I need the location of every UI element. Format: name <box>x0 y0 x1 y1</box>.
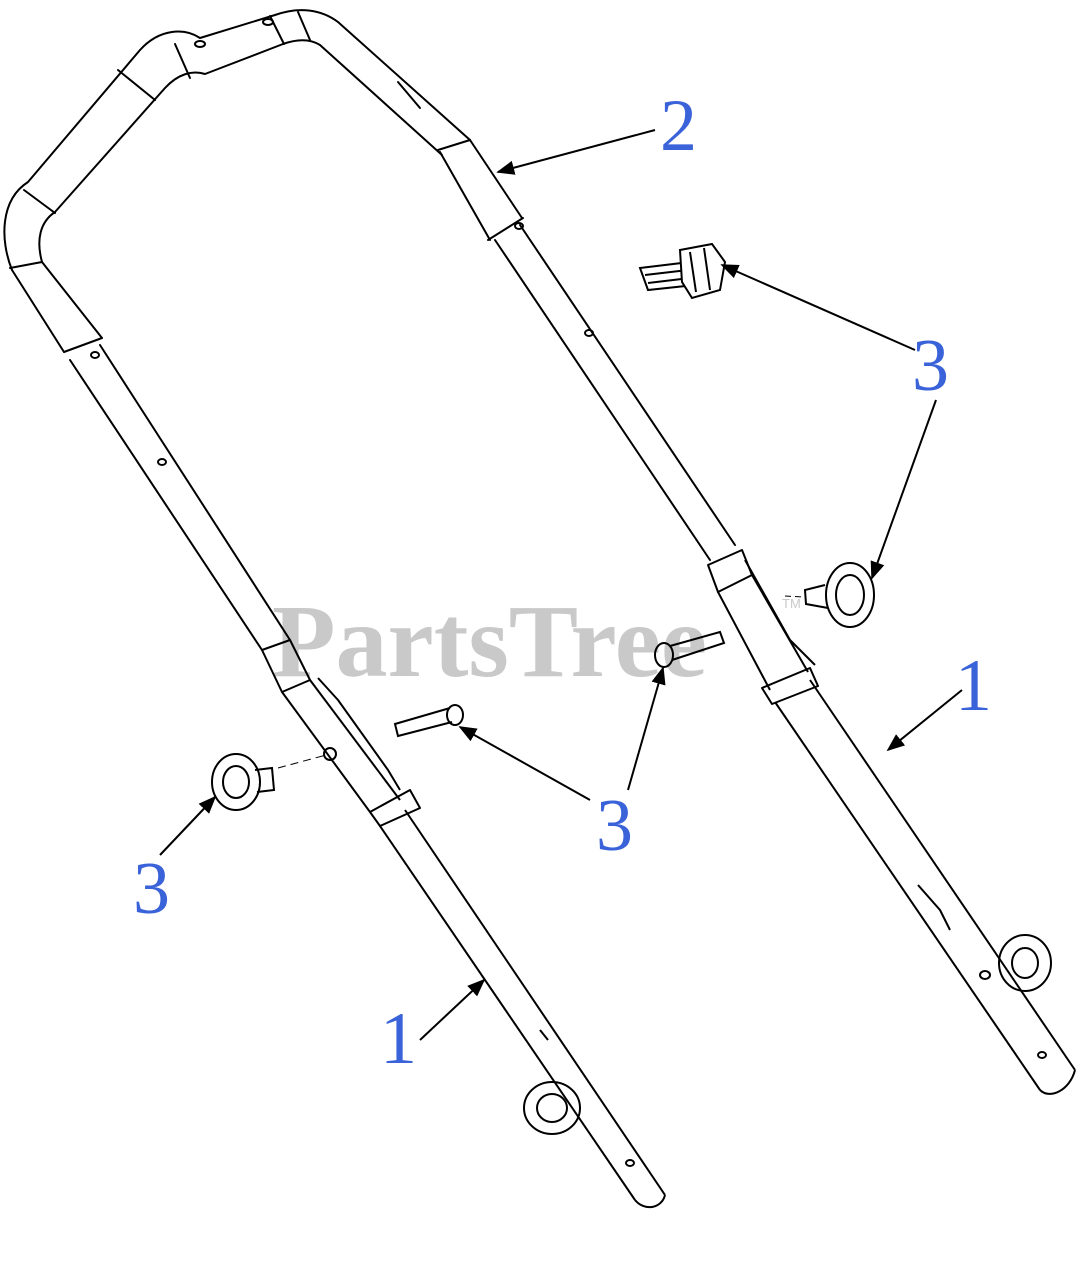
callout-3-left-knob: 3 <box>133 848 170 930</box>
leader-lines <box>159 129 963 1041</box>
callout-1-right-tube: 1 <box>955 645 992 727</box>
leader-3-knob-assembly <box>720 264 916 351</box>
leader-1-right-tube <box>886 689 963 752</box>
bottom-left-knob <box>523 1081 581 1135</box>
leader-3-right-bolt <box>627 666 666 791</box>
watermark-text: PartsTree <box>272 584 707 699</box>
leader-3-left-knob <box>159 795 217 856</box>
leader-3-left-bolt <box>458 726 591 801</box>
callout-3-right-bolt: 3 <box>596 785 633 867</box>
leader-1-left-tube <box>419 978 486 1041</box>
lower-right-tube <box>707 549 1076 1095</box>
watermark: PartsTree TM <box>272 584 801 699</box>
lower-left-tube <box>261 639 666 1209</box>
left-knob <box>211 747 337 811</box>
callout-1-left-tube: 1 <box>380 998 417 1080</box>
callout-2-handle: 2 <box>660 85 697 167</box>
knob-assembly-group <box>638 242 727 300</box>
right-knob <box>784 562 875 628</box>
bottom-right-knob <box>998 934 1052 992</box>
watermark-trademark: TM <box>782 596 801 611</box>
leader-2 <box>496 129 656 175</box>
left-bolt <box>393 704 464 738</box>
leader-3-right-knob <box>870 399 937 580</box>
callout-3-knob-assembly: 3 <box>912 325 949 407</box>
callout-labels: 2 3 3 3 3 3 1 1 <box>133 85 992 1080</box>
upper-handle <box>3 9 736 651</box>
